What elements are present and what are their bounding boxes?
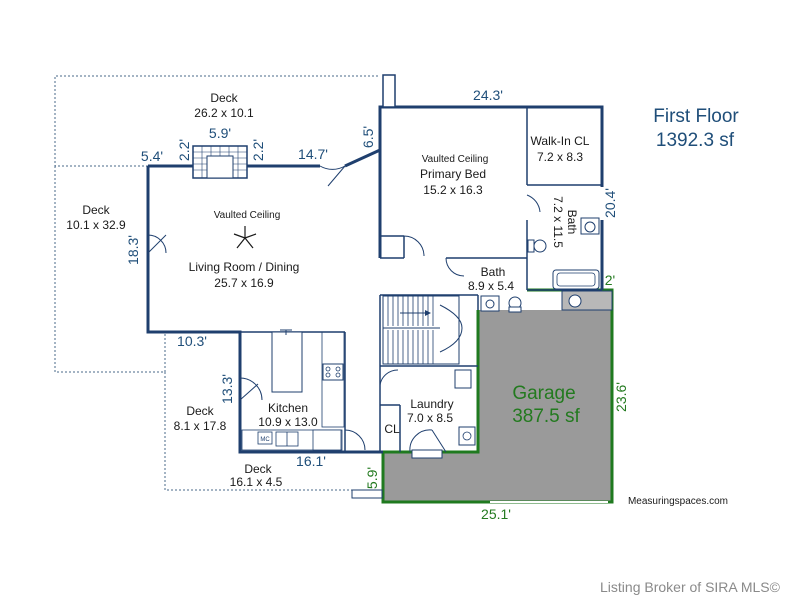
dim-14-7: 14.7' — [298, 146, 328, 162]
doors — [147, 165, 541, 453]
floor-area: 1392.3 sf — [656, 130, 735, 151]
garage-name: Garage — [512, 383, 575, 404]
dim-16-1: 16.1' — [296, 453, 326, 469]
dim-2: 2' — [605, 272, 615, 288]
credit-text: Measuringspaces.com — [628, 496, 728, 507]
appliance-label: MC — [260, 437, 270, 443]
dim-2-2-right: 2.2' — [250, 139, 266, 161]
footer-text: Listing Broker of SIRA MLS© — [600, 579, 781, 595]
toilet-icon — [508, 239, 547, 313]
bath-side-name: Bath — [565, 210, 579, 235]
stove-icon — [322, 363, 344, 381]
dim-20-4: 20.4' — [602, 188, 618, 218]
dimension-labels: 5.4' 2.2' 5.9' 2.2' 14.7' 6.5' 24.3' 20.… — [125, 87, 629, 522]
living-size: 25.7 x 16.9 — [214, 276, 274, 290]
stairs-icon — [382, 295, 463, 365]
laundry-size: 7.0 x 8.5 — [407, 411, 453, 425]
sink-icon — [480, 217, 600, 312]
dim-6-5: 6.5' — [360, 126, 376, 148]
interior-walls — [240, 107, 602, 452]
dim-5-4: 5.4' — [141, 148, 163, 164]
dim-2-2-left: 2.2' — [176, 139, 192, 161]
ceiling-fan-icon — [233, 226, 257, 249]
deck-top-name: Deck — [210, 91, 238, 105]
floor-title: First Floor — [653, 106, 739, 127]
dim-13-3: 13.3' — [219, 374, 235, 404]
primary-bed-note: Vaulted Ceiling — [422, 154, 489, 165]
closet-name: CL — [384, 422, 400, 436]
room-labels: Deck 26.2 x 10.1 Deck 10.1 x 32.9 Vaulte… — [66, 91, 589, 489]
laundry-name: Laundry — [410, 397, 453, 411]
bathtub-icon — [552, 269, 600, 290]
dim-23-6: 23.6' — [613, 382, 629, 412]
kitchen-fixtures — [241, 329, 345, 451]
walkin-name: Walk-In CL — [531, 134, 590, 148]
deck-lower-size: 8.1 x 17.8 — [174, 419, 227, 433]
deck-bottom-name: Deck — [244, 462, 272, 476]
living-name: Living Room / Dining — [189, 260, 300, 274]
kitchen-name: Kitchen — [268, 401, 308, 415]
deck-bottom-size: 16.1 x 4.5 — [230, 475, 283, 489]
bath-name: Bath — [481, 265, 506, 279]
primary-bed-name: Primary Bed — [420, 167, 486, 181]
garage — [351, 288, 614, 504]
deck-left-name: Deck — [82, 203, 110, 217]
dim-10-3: 10.3' — [177, 333, 207, 349]
bath-side-size: 7.2 x 11.5 — [551, 196, 565, 248]
deck-lower-name: Deck — [186, 404, 214, 418]
dim-5-9: 5.9' — [209, 125, 231, 141]
garage-area: 387.5 sf — [512, 406, 580, 427]
walkin-size: 7.2 x 8.3 — [537, 150, 583, 164]
deck-top-size: 26.2 x 10.1 — [194, 106, 254, 120]
fireplace-icon — [192, 145, 248, 179]
primary-bed-size: 15.2 x 16.3 — [423, 183, 483, 197]
dim-5-9-garage: 5.9' — [364, 467, 380, 489]
deck-outlines — [54, 75, 385, 491]
bath-size: 8.9 x 5.4 — [468, 279, 514, 293]
dim-18-3: 18.3' — [125, 235, 141, 265]
dim-25-1: 25.1' — [481, 506, 511, 522]
kitchen-size: 10.9 x 13.0 — [258, 415, 318, 429]
living-note: Vaulted Ceiling — [214, 210, 281, 221]
dim-24-3: 24.3' — [473, 87, 503, 103]
laundry-fixtures — [411, 369, 476, 459]
deck-left-size: 10.1 x 32.9 — [66, 218, 126, 232]
